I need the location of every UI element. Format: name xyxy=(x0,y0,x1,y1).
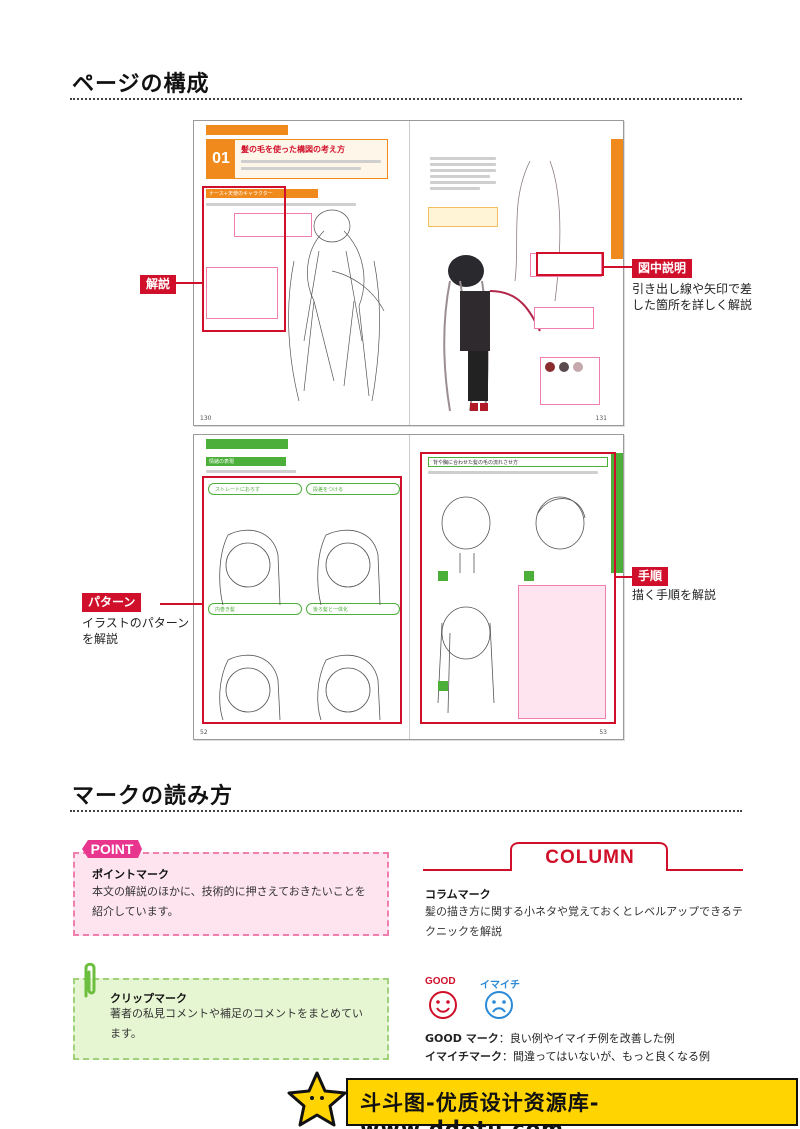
column-badge: COLUMN xyxy=(545,847,635,868)
column-box xyxy=(518,585,606,719)
pattern-desc-1: イラストのパターン xyxy=(82,616,190,630)
good-line-name: GOOD マーク xyxy=(425,1032,499,1045)
imaichi-line: イマイチマーク：間違ってはいないが、もっと良くなる例 xyxy=(425,1048,710,1064)
column-mark-title: コラムマーク xyxy=(425,888,491,901)
imaichi-line-name: イマイチマーク xyxy=(425,1050,502,1063)
pattern-callout-line xyxy=(160,603,202,605)
note-box xyxy=(234,213,312,237)
note-box xyxy=(534,307,594,329)
spread-top: 01 髪の毛を使った構図の考え方 ナース+天使のキャラクター xyxy=(193,120,624,426)
chapter-tab xyxy=(206,125,288,135)
kaisetsu-highlight xyxy=(202,186,286,332)
heading-title: 髪の毛を使った構図の考え方 xyxy=(241,145,345,154)
clip-mark-desc-1: 著者の私見コメントや補足のコメントをまとめてい xyxy=(110,1007,363,1020)
tejun-callout-line xyxy=(616,576,632,578)
panel-label: 後ろ髪と一体化 xyxy=(306,603,400,615)
page-number-right: 131 xyxy=(595,415,607,422)
clip-mark-box xyxy=(73,978,389,1060)
spread-bottom: 情緒の表現 ストレートにおろす 段差をつける 内巻き髪 後ろ髪と一体化 背や胸に… xyxy=(193,434,624,740)
heading-left: 情緒の表現 xyxy=(206,457,286,466)
good-smile-icon xyxy=(429,991,457,1019)
heading-right: 背や胸に合わせた髪の毛の流れさせ方 xyxy=(428,457,608,467)
point-mark-desc-2: 紹介しています。 xyxy=(92,905,179,918)
section-divider xyxy=(70,810,742,812)
point-badge: POINT xyxy=(82,840,142,858)
panel-label: 段差をつける xyxy=(306,483,400,495)
tejun-label: 手順 xyxy=(632,567,669,586)
gutter xyxy=(409,121,410,425)
point-mark-desc-1: 本文の解説のほかに、技術的に押さえておきたいことを xyxy=(92,885,366,898)
zuchu-desc-2: した箇所を詳しく解説 xyxy=(632,298,753,312)
heading-box: 01 髪の毛を使った構図の考え方 xyxy=(206,139,388,179)
zuchu-callout-line xyxy=(604,266,634,268)
kaisetsu-callout-line xyxy=(164,282,202,284)
star-icon xyxy=(287,1071,347,1127)
panel-label: ストレートにおろす xyxy=(208,483,302,495)
good-line: GOOD マーク：良い例やイマイチ例を改善した例 xyxy=(425,1030,675,1046)
section-divider xyxy=(70,98,742,100)
palette-box xyxy=(540,357,600,405)
pattern-label: パターン xyxy=(82,593,142,612)
good-label: GOOD xyxy=(425,976,456,987)
chapter-tab xyxy=(206,439,288,449)
point-mark-box xyxy=(73,852,389,936)
zuchu-label: 図中説明 xyxy=(632,259,693,278)
watermark-bar xyxy=(346,1078,798,1126)
imaichi-label: イマイチ xyxy=(480,980,520,991)
kaisetsu-label: 解説 xyxy=(140,275,177,294)
point-badge-text: POINT xyxy=(91,841,134,857)
pattern-desc-2: を解説 xyxy=(82,632,119,646)
page-number-left: 52 xyxy=(200,729,208,736)
clip-mark-title: クリップマーク xyxy=(110,992,187,1005)
pattern-highlight xyxy=(202,476,402,724)
heading-number: 01 xyxy=(207,140,235,178)
imaichi-frown-icon xyxy=(485,991,513,1019)
point-mark-title: ポイントマーク xyxy=(92,868,169,881)
column-mark-desc-1: 髪の描き方に関する小ネタや覚えておくとレベルアップできるテ xyxy=(425,905,743,918)
gutter xyxy=(409,435,410,739)
paperclip-icon xyxy=(84,962,96,998)
page-number-right: 53 xyxy=(599,729,607,736)
imaichi-line-desc: ：間違ってはいないが、もっと良くなる例 xyxy=(502,1050,711,1063)
column-frame xyxy=(423,842,743,871)
tejun-highlight xyxy=(420,452,616,724)
section-title-page-structure: ページの構成 xyxy=(72,72,210,97)
clip-note xyxy=(428,207,498,227)
page-number-left: 130 xyxy=(200,415,212,422)
watermark-text: 斗斗图-优质设计资源库-www.ddotu.com xyxy=(360,1091,600,1129)
zuchu-desc-1: 引き出し線や矢印で差 xyxy=(632,282,753,296)
note-box xyxy=(206,267,278,319)
column-mark-desc-2: クニックを解説 xyxy=(425,925,502,938)
zuchu-highlight xyxy=(536,252,604,276)
section-title-mark-reading: マークの読み方 xyxy=(72,784,234,809)
tejun-desc: 描く手順を解説 xyxy=(632,588,717,602)
clip-mark-desc-2: ます。 xyxy=(110,1027,142,1040)
side-tab xyxy=(611,139,623,259)
good-line-desc: ：良い例やイマイチ例を改善した例 xyxy=(498,1032,675,1045)
sub-heading: ナース+天使のキャラクター xyxy=(206,189,318,198)
color-figure xyxy=(443,160,561,412)
sketch-heads xyxy=(219,529,381,721)
sketch-figure xyxy=(288,209,385,402)
panel-label: 内巻き髪 xyxy=(208,603,302,615)
